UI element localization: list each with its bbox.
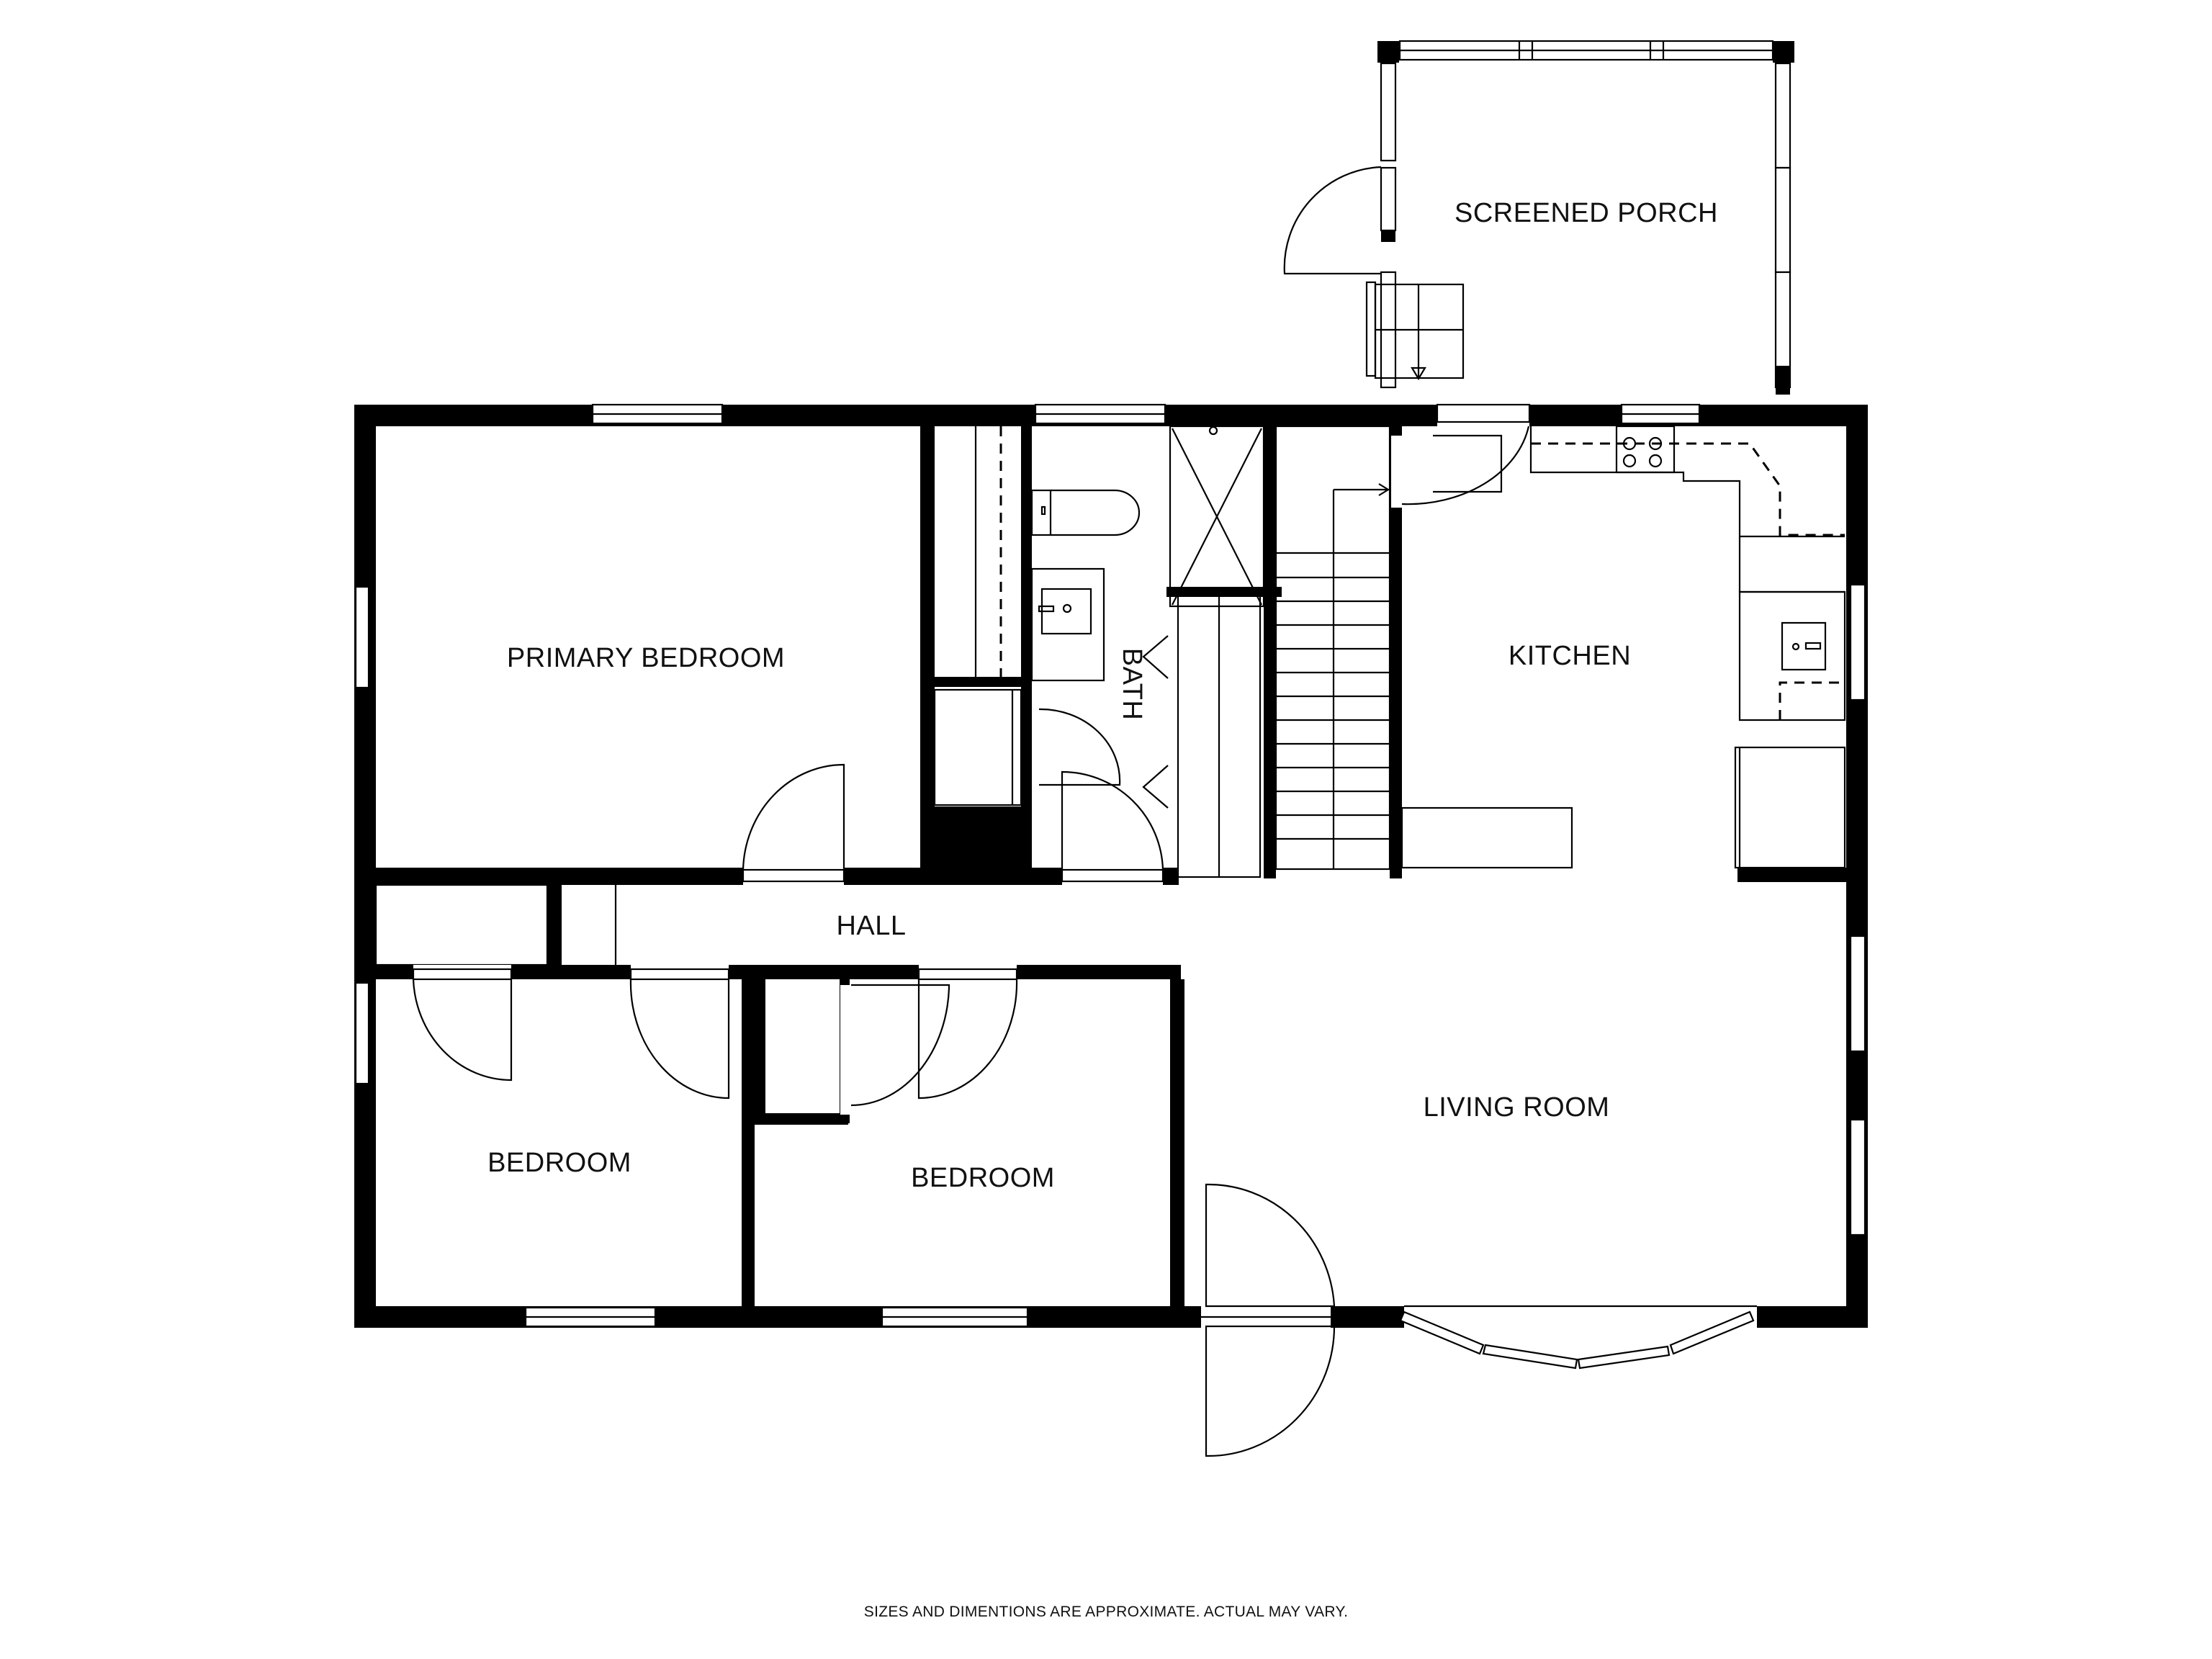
stairs (1274, 425, 1391, 871)
exterior-walls (354, 405, 1868, 1328)
hall: HALL (374, 884, 906, 966)
room-label-screened-porch: SCREENED PORCH (1455, 198, 1718, 228)
bedroom-2: BEDROOM (840, 965, 1055, 1193)
top-wall-openings (591, 403, 1701, 426)
room-label-primary-bedroom: PRIMARY BEDROOM (507, 643, 785, 673)
living-room: LIVING ROOM (1205, 1092, 1610, 1457)
room-label-kitchen: KITCHEN (1509, 641, 1631, 671)
interior-walls (354, 414, 1867, 1314)
bottom-wall-openings (524, 1305, 1757, 1370)
room-label-bedroom-1: BEDROOM (487, 1148, 631, 1178)
bath: BATH (1030, 418, 1265, 885)
disclaimer-note: SIZES AND DIMENTIONS ARE APPROXIMATE. AC… (864, 1604, 1348, 1620)
room-label-hall: HALL (836, 911, 906, 941)
kitchen: KITCHEN (1391, 425, 1846, 869)
room-label-living-room: LIVING ROOM (1424, 1092, 1610, 1123)
room-label-bath: BATH (1117, 648, 1147, 721)
screened-porch: SCREENED PORCH (1283, 40, 1794, 395)
room-label-bedroom-2: BEDROOM (911, 1163, 1055, 1193)
side-windows (354, 583, 1866, 1236)
primary-bedroom: PRIMARY BEDROOM (507, 426, 1022, 885)
bedroom-1: BEDROOM (412, 965, 730, 1178)
